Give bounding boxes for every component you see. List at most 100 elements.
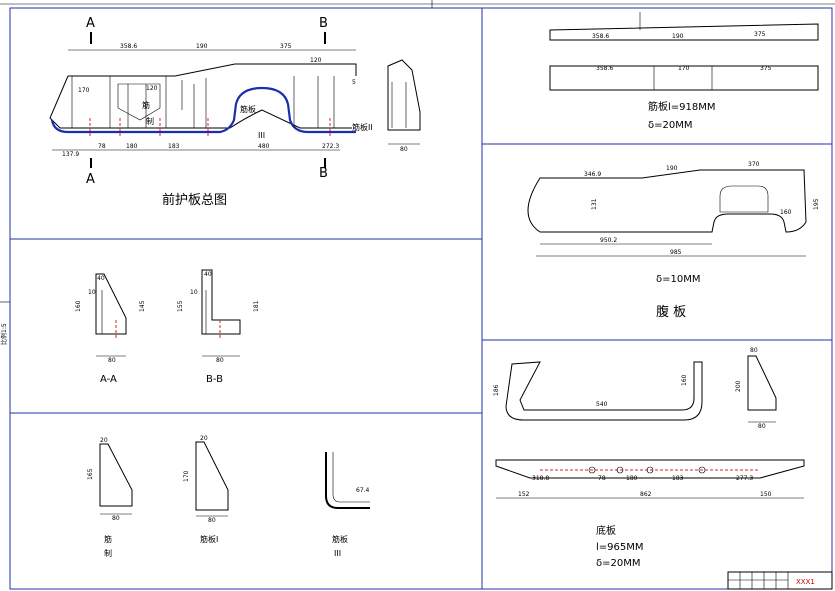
svg-text:20: 20 <box>100 437 108 444</box>
bottom-plate <box>50 86 356 134</box>
dim-180: 180 <box>126 143 138 150</box>
svg-text:10: 10 <box>88 289 96 296</box>
dim-120: 120 <box>146 85 158 92</box>
svg-text:160: 160 <box>681 374 688 386</box>
side-note: 比例1:5 <box>0 323 8 345</box>
part-jinban1 <box>195 441 229 511</box>
svg-text:370: 370 <box>748 161 760 168</box>
svg-text:190: 190 <box>672 33 684 40</box>
svg-text:筋板I: 筋板I <box>200 534 218 544</box>
side-view <box>387 59 421 131</box>
svg-text:筋板: 筋板 <box>332 534 348 544</box>
detail-parts: 20 165 80 筋 制 20 170 80 筋板I 67.4 筋板 III <box>87 435 370 558</box>
top-plate-views: 358.6 190 375 358.6 170 375 筋板l=918MM δ=… <box>549 12 819 131</box>
svg-text:40: 40 <box>204 271 212 278</box>
svg-text:190: 190 <box>666 165 678 172</box>
svg-text:160: 160 <box>780 209 792 216</box>
dim-170: 170 <box>78 87 90 94</box>
dim-80: 80 <box>400 146 408 153</box>
web-plate: 346.9 190 370 131 195 950.2 985 160 δ=10… <box>527 161 820 320</box>
svg-text:80: 80 <box>750 347 758 354</box>
svg-text:170: 170 <box>678 65 690 72</box>
top-plate-length: 筋板l=918MM <box>648 100 716 113</box>
svg-text:540: 540 <box>596 401 608 408</box>
front-guard-assembly: A B A B 358.6 190 375 170 120 120 5 筋 制 … <box>49 16 421 208</box>
svg-text:862: 862 <box>640 491 652 498</box>
svg-text:985: 985 <box>670 249 682 256</box>
bottom-plate-views: 186 540 160 200 80 80 318.8 78 180 183 2… <box>493 347 805 569</box>
svg-text:346.9: 346.9 <box>584 171 601 178</box>
dim-120b: 120 <box>310 57 322 64</box>
svg-text:80: 80 <box>112 515 120 522</box>
top-plate-elevation <box>549 23 819 41</box>
svg-text:155: 155 <box>177 300 184 312</box>
svg-text:80: 80 <box>108 357 116 364</box>
svg-text:67.4: 67.4 <box>356 487 370 494</box>
svg-text:145: 145 <box>139 300 146 312</box>
bottom-plate-bent <box>505 361 703 421</box>
dim-78: 78 <box>98 143 106 150</box>
bottom-plate-rib <box>747 355 777 411</box>
bottom-plate-plan <box>495 459 805 479</box>
front-guard-title: 前护板总图 <box>162 192 227 208</box>
svg-text:152: 152 <box>518 491 530 498</box>
svg-text:80: 80 <box>208 517 216 524</box>
svg-text:180: 180 <box>626 475 638 482</box>
section-mark-b-top: B <box>319 16 328 31</box>
svg-text:III: III <box>334 549 341 558</box>
dim-183: 183 <box>168 143 180 150</box>
section-aa <box>95 273 127 335</box>
label-jinban2: 筋板II <box>352 122 373 132</box>
label-aa: A-A <box>100 374 117 385</box>
svg-text:183: 183 <box>672 475 684 482</box>
svg-text:195: 195 <box>813 198 820 210</box>
dim-375: 375 <box>280 43 292 50</box>
svg-text:80: 80 <box>216 357 224 364</box>
section-mark-a-bottom: A <box>86 172 95 187</box>
label-jin: 筋 <box>142 100 150 110</box>
sheet-border <box>9 7 833 590</box>
bottom-plate-length: l=965MM <box>596 542 644 553</box>
svg-text:131: 131 <box>591 198 598 210</box>
label-jinban: 筋板 <box>240 104 256 114</box>
svg-text:160: 160 <box>75 300 82 312</box>
svg-text:筋: 筋 <box>104 534 112 544</box>
part-jinban3 <box>325 452 370 509</box>
top-plate-thickness: δ=20MM <box>648 120 692 131</box>
top-plate-outline <box>68 63 357 77</box>
svg-text:10: 10 <box>190 289 198 296</box>
svg-text:950.2: 950.2 <box>600 237 617 244</box>
section-mark-a-top: A <box>86 16 95 31</box>
svg-text:170: 170 <box>183 470 190 482</box>
title-block: XXX1 <box>727 571 833 590</box>
svg-text:277.3: 277.3 <box>736 475 753 482</box>
svg-text:181: 181 <box>253 300 260 312</box>
label-zhi: 制 <box>146 116 154 126</box>
label-bb: B-B <box>206 374 223 385</box>
svg-text:制: 制 <box>104 548 112 558</box>
sections: 40 160 10 145 80 A-A 40 155 10 181 80 B-… <box>75 269 260 385</box>
section-mark-b-bottom: B <box>319 166 328 181</box>
bottom-plate-thickness: δ=20MM <box>596 558 640 569</box>
label-iii: III <box>258 131 265 140</box>
svg-text:78: 78 <box>598 475 606 482</box>
svg-text:40: 40 <box>97 275 105 282</box>
dim-480: 480 <box>258 143 270 150</box>
svg-text:318.8: 318.8 <box>532 475 549 482</box>
dim-190: 190 <box>196 43 208 50</box>
drawing-code: XXX1 <box>796 578 815 586</box>
svg-text:358.6: 358.6 <box>592 33 609 40</box>
svg-text:200: 200 <box>735 380 742 392</box>
dim-272: 272.3 <box>322 143 339 150</box>
dim-137: 137.9 <box>62 151 79 158</box>
svg-text:165: 165 <box>87 468 94 480</box>
dim-358: 358.6 <box>120 43 137 50</box>
web-plate-title: 腹 板 <box>656 304 686 320</box>
svg-text:375: 375 <box>754 31 766 38</box>
svg-text:150: 150 <box>760 491 772 498</box>
top-plate-plan <box>549 65 819 91</box>
part-jin <box>99 443 133 507</box>
web-plate-outline <box>527 169 807 233</box>
svg-text:80: 80 <box>758 423 766 430</box>
